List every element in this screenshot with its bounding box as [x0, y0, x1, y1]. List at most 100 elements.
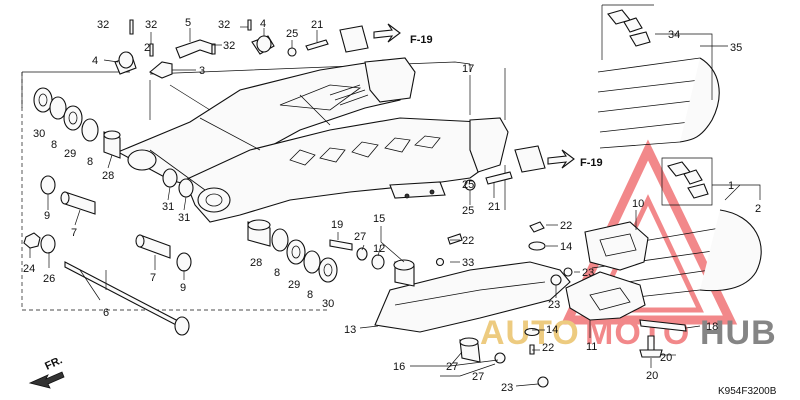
part-9-washer-upper [40, 175, 56, 195]
callout-17: 17 [462, 63, 474, 75]
link-box-lower [661, 157, 713, 206]
part-11-guide-lower [565, 271, 646, 321]
callout-20-a: 20 [660, 352, 672, 364]
pivot-right-hole [205, 193, 223, 207]
chain-lower-strands [589, 227, 721, 301]
callout-25-c: 25 [462, 205, 474, 217]
chain-upper-loop [679, 57, 720, 143]
part-5-holder [175, 39, 213, 59]
link-bracket-upper [601, 4, 654, 60]
callout-27-a: 27 [354, 231, 366, 243]
callout-7-b: 7 [150, 272, 156, 284]
callout-27-b: 27 [446, 361, 458, 373]
ref-page-top: F-19 [410, 34, 433, 46]
swingarm [116, 57, 509, 223]
part-8-washer-left-b [81, 118, 99, 142]
watermark-hub: HUB [700, 314, 777, 352]
part-6-pivot-bolt [64, 261, 181, 328]
part-8-washer-right-a [271, 228, 289, 252]
part-14-collar-b [524, 327, 540, 337]
callout-23-c: 23 [501, 382, 513, 394]
part-29-bearing-left [63, 105, 83, 131]
swingarm-right-arm [184, 117, 501, 223]
callout-26: 26 [43, 273, 55, 285]
part-31-seal-b [178, 178, 194, 198]
swingarm-emblem [279, 84, 362, 111]
part-33-nut [435, 257, 445, 267]
part-10-guide-upper [584, 221, 649, 271]
callout-8-b: 8 [87, 156, 93, 168]
callout-18: 18 [706, 321, 718, 333]
part-23-nut-b [563, 267, 573, 277]
callout-14-a: 14 [560, 241, 572, 253]
callout-28-a: 28 [102, 170, 114, 182]
drive-chain-lower [589, 157, 762, 301]
part-24-nut [23, 232, 41, 249]
slider-groove [394, 281, 546, 306]
callout-15: 15 [373, 213, 385, 225]
swingarm-crossmember [149, 94, 331, 191]
frame-line-top [149, 61, 471, 75]
chain-lower-loop [699, 209, 762, 292]
diagram-code: K954F3200B [718, 386, 777, 397]
part-18-bolt [639, 319, 687, 332]
callout-25-a: 25 [286, 28, 298, 40]
part-19-bolt [329, 239, 353, 251]
callout-7-a: 7 [71, 227, 77, 239]
callout-8-d: 8 [307, 289, 313, 301]
callout-9-a: 9 [44, 210, 50, 222]
callout-32-b: 32 [145, 19, 157, 31]
ref-arrow-mid [547, 149, 575, 169]
chain-upper-strands [597, 57, 701, 149]
part-31-seal-a [162, 168, 178, 188]
ref-arrow-top [373, 23, 401, 43]
swingarm-right-end [469, 117, 509, 173]
callout-29-b: 29 [288, 279, 300, 291]
swingarm-lettering [289, 135, 441, 166]
callout-11: 11 [586, 341, 597, 353]
callout-labels: 32 4 32 2 5 3 32 32 4 21 25 17 F-19 F-19… [23, 17, 777, 397]
bracket-hole-2 [429, 189, 435, 195]
part-8-washer-right-b [303, 250, 321, 274]
callout-31-a: 31 [162, 201, 174, 213]
frame-dashed-left [21, 72, 330, 311]
part-30-seal-left [33, 87, 53, 113]
watermark-moto: MOTO [585, 314, 690, 352]
callout-34: 34 [668, 29, 680, 41]
callout-4-a: 4 [92, 55, 98, 67]
part-25-washer-top [287, 47, 297, 57]
part-12-collar [371, 254, 385, 270]
callout-31-b: 31 [178, 212, 190, 224]
callout-30-b: 30 [322, 298, 334, 310]
callout-8-a: 8 [51, 139, 57, 151]
callout-33: 33 [462, 257, 474, 269]
part-13-chain-slider [374, 261, 571, 333]
part-27-washer-b [494, 352, 506, 364]
chain-slider-block-mid [514, 145, 546, 173]
callout-12: 12 [373, 243, 385, 255]
top-small-parts [114, 19, 401, 79]
part-14-collar-a [528, 241, 546, 251]
callout-5: 5 [185, 17, 191, 29]
part-29-bearing-right [286, 239, 306, 265]
callout-29-a: 29 [64, 148, 76, 160]
part-34-master-link [607, 9, 651, 47]
callout-32-d: 32 [218, 19, 230, 31]
pivot-hardware [23, 175, 192, 336]
callout-19: 19 [331, 219, 343, 231]
part-27-washer-center [356, 247, 368, 261]
callout-23-a: 23 [582, 267, 594, 279]
part-26-washer [40, 234, 56, 254]
part-6-bolt-head [174, 316, 190, 336]
callout-2-top: 2 [144, 42, 150, 54]
callout-10: 10 [632, 198, 644, 210]
callout-32-c: 32 [223, 40, 235, 52]
part-21-bolt-top [305, 39, 329, 51]
callout-24: 24 [23, 263, 35, 275]
part-32-screw-c [211, 43, 216, 55]
guide-upper-window [599, 233, 637, 257]
callout-6: 6 [103, 307, 109, 319]
callout-22-a: 22 [560, 220, 572, 232]
swingarm-left-end [364, 57, 416, 103]
